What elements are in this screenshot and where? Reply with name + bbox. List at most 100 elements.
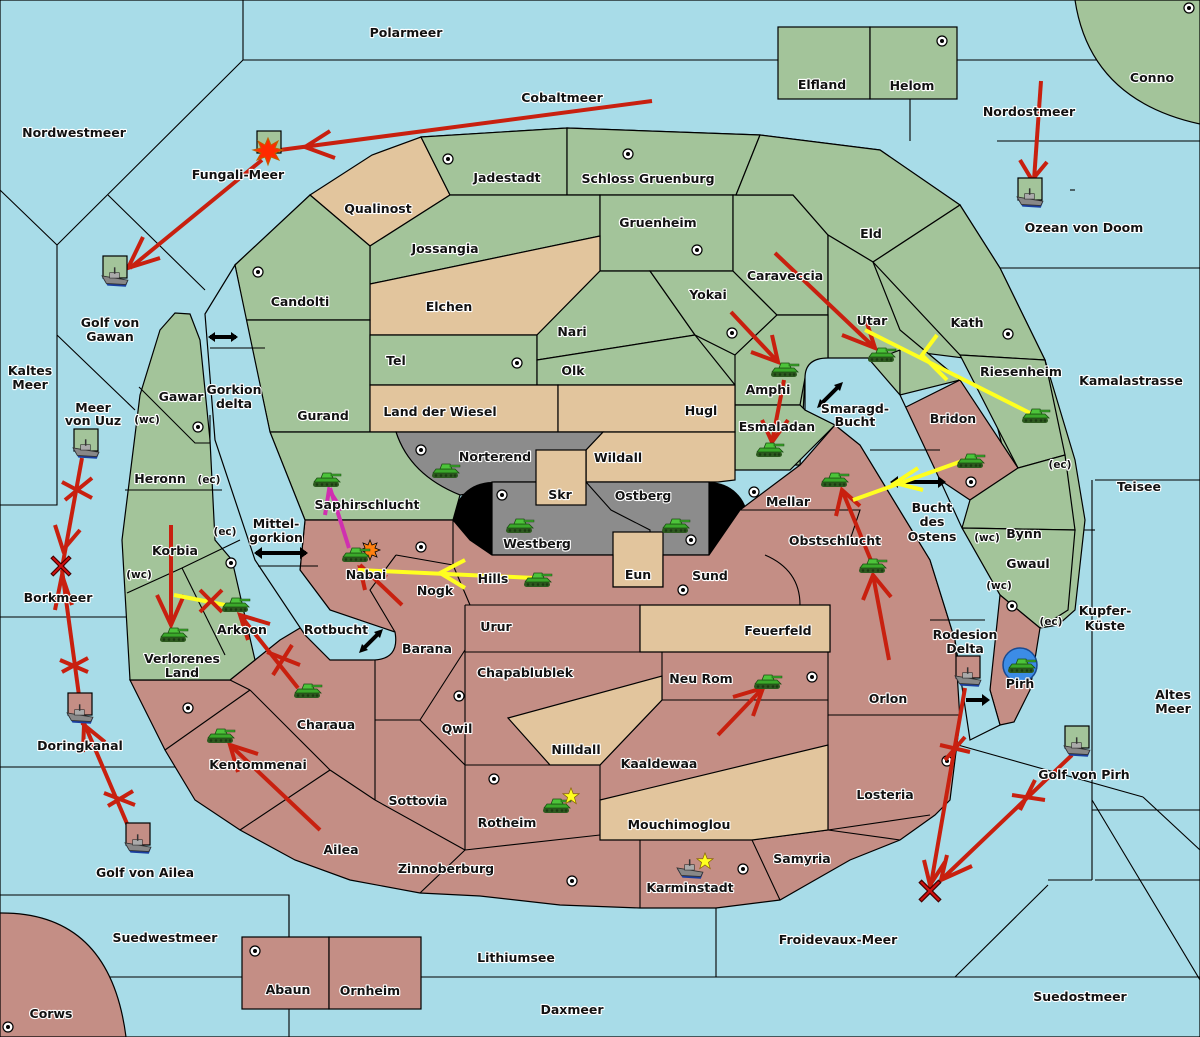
label-obstschlucht: Obstschlucht [789,533,881,548]
coast-label-korbia-ec: (ec) [214,526,237,538]
move-arrow [128,158,264,270]
label-amphi: Amphi [746,382,791,397]
sea-gorkion[interactable] [204,263,397,661]
label-ornheim: Ornheim [340,983,400,998]
label-hills: Hills [478,571,509,586]
label-daxmeer: Daxmeer [540,1002,604,1017]
label-land-der-wiesel: Land der Wiesel [383,404,496,419]
move-arrow [840,489,874,564]
label-chapablublek: Chapablublek [477,665,574,680]
label-yokai: Yokai [688,287,727,302]
west-borders [125,386,241,656]
supply-center-icon [488,773,500,785]
label-smaragd-bucht-2: Bucht [835,414,876,429]
label-teisee: Teisee [1117,479,1161,494]
label-urur: Urur [480,619,512,634]
double-arrow-icon [818,383,842,407]
supply-center-icon [685,534,697,546]
supply-center-icon [182,702,194,714]
supply-center-icon [936,35,948,47]
supply-center-icon [566,875,578,887]
label-nordwestmeer: Nordwestmeer [22,125,127,140]
label-saphirschlucht: Saphirschlucht [315,497,420,512]
label-lithiumsee: Lithiumsee [477,950,555,965]
region-skr[interactable] [535,449,587,506]
label-suedwestmeer: Suedwestmeer [113,930,219,945]
region-gruenheim[interactable] [599,194,734,272]
label-zinnoberburg: Zinnoberburg [398,861,494,876]
supply-center-icon [225,557,237,569]
label-golf-von-ailea: Golf von Ailea [96,865,194,880]
label-altes-meer: Altes [1155,687,1191,702]
label-westberg: Westberg [503,536,571,551]
supply-center-icon [415,541,427,553]
label-tel: Tel [386,353,406,368]
region-saphirschlucht[interactable] [269,431,461,521]
label-korbia: Korbia [152,543,198,558]
cross-icon [266,643,301,677]
coast-label-korbia-wc: (wc) [126,569,152,581]
supply-center-icon [726,327,738,339]
supply-center-icon [192,421,204,433]
region-conno[interactable] [1074,0,1200,125]
supply-center-icon [1002,328,1014,340]
label-esmaladan: Esmaladan [739,419,815,434]
label-nogk: Nogk [417,583,454,598]
label-gawar: Gawar [159,389,205,404]
region-mouchimoglou[interactable] [599,744,829,841]
label-schloss-gruenburg: Schloss Gruenburg [581,171,714,186]
label-bridon: Bridon [930,411,976,426]
cross-icon [198,588,224,614]
region-elfland[interactable] [777,26,871,100]
label-eun: Eun [625,567,651,582]
label-abaun: Abaun [266,982,311,997]
label-kupfer-kueste-2: Küste [1085,618,1125,633]
label-wildall: Wildall [594,450,642,465]
region-ornheim[interactable] [328,936,422,1010]
label-qwil: Qwil [442,721,473,736]
label-mittelgorkion-2: gorkion [249,530,303,545]
label-losteria: Losteria [856,787,913,802]
region-nilldall[interactable] [506,675,663,766]
label-cobaltmeer: Cobaltmeer [521,90,603,105]
label-nilldall: Nilldall [551,742,600,757]
label-froidevaux-meer: Froidevaux-Meer [779,932,898,947]
label-utar: Utar [857,313,889,328]
label-meer-von-uuz: Meer [75,400,111,415]
label-karminstadt: Karminstadt [646,880,733,895]
region-feuerfeld[interactable] [639,604,831,653]
label-golf-von-gawan-2: Gawan [86,329,134,344]
region-corws[interactable] [0,912,127,1037]
move-arrow [939,753,1074,882]
label-rotheim: Rotheim [478,815,537,830]
move-arrow [1032,80,1043,181]
region-bynn[interactable] [961,454,1076,531]
label-samyria: Samyria [773,851,831,866]
move-arrow [773,251,877,350]
region-kath[interactable] [872,204,1046,361]
move-arrow [871,574,891,661]
supply-center-icon [965,476,977,488]
supply-center-icon [442,153,454,165]
canal-arrows [208,332,990,706]
coast-label-gwaul-ec: (ec) [1040,616,1063,628]
label-kaaldewaa: Kaaldewaa [621,756,698,771]
region-westberg-ostberg[interactable] [491,481,710,556]
support-arrow [357,568,536,580]
coast-label-heronn-ec: (ec) [198,474,221,486]
support-arrow [864,328,1031,415]
label-charaua: Charaua [297,717,355,732]
label-mouchimoglou: Mouchimoglou [628,817,731,832]
coast-label-bynn-wc: (wc) [974,532,1000,544]
label-helom: Helom [890,78,935,93]
label-kaltes-meer-2: Meer [12,377,48,392]
label-kupfer-kueste: Kupfer- [1079,603,1132,618]
label-conno: Conno [1130,70,1175,85]
label-meer-von-uuz-2: von Uuz [65,413,121,428]
label-riesenheim: Riesenheim [980,364,1062,379]
label-kentommenai: Kentommenai [209,757,307,772]
region-group-west [121,312,256,681]
supply-center-icon [496,489,508,501]
